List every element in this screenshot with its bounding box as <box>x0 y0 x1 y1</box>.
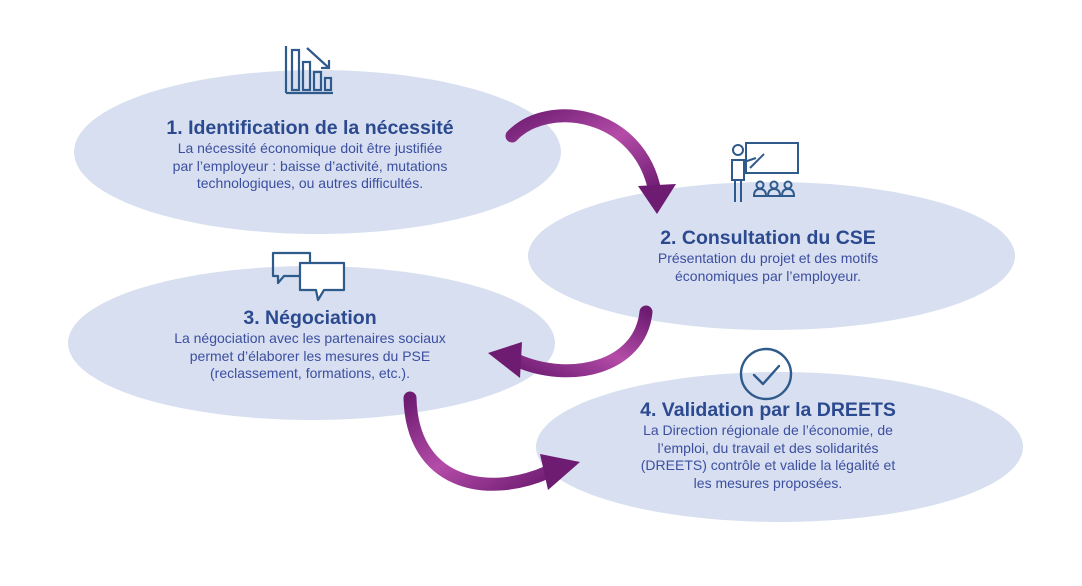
step-1-desc-line: technologiques, ou autres difficultés. <box>196 175 424 191</box>
arrow-step1-to-step2 <box>505 109 676 214</box>
arrow-step3-to-step4 <box>403 391 580 491</box>
checkmark-circle-icon <box>739 347 793 401</box>
step-1-desc-line: par l’employeur : baisse d’activité, mut… <box>172 157 448 174</box>
step-3-desc-line: La négociation avec les partenaires soci… <box>174 330 446 346</box>
step-4-title: 4. Validation par la DREETS <box>640 399 896 421</box>
step-3-text: 3. Négociation La négociation avec les p… <box>110 306 510 383</box>
step-4-desc-line: (DREETS) contrôle et valide la légalité … <box>640 457 896 473</box>
step-3-desc-line: permet d’élaborer les mesures du PSE <box>189 347 431 364</box>
step-3-title: 3. Négociation <box>243 307 377 329</box>
step-4-ellipse <box>536 372 1023 522</box>
step-2-text: 2. Consultation du CSE Présentation du p… <box>568 226 968 285</box>
step-1-ellipse <box>74 70 561 234</box>
step-2-desc-line: économiques par l’employeur. <box>675 267 861 284</box>
arrow-step2-to-step3 <box>488 305 653 378</box>
speech-bubbles-icon <box>271 251 346 302</box>
step-4-desc-line: les mesures proposées. <box>693 474 843 491</box>
step-2-ellipse <box>528 182 1015 330</box>
step-1-title: 1. Identification de la nécessité <box>166 117 454 139</box>
step-2-title: 2. Consultation du CSE <box>660 227 876 249</box>
step-3-desc-line: (reclassement, formations, etc.). <box>210 365 410 381</box>
presentation-audience-icon <box>731 142 799 202</box>
step-3-ellipse <box>68 266 555 420</box>
declining-bar-chart-icon <box>284 46 333 95</box>
step-1-desc-line: La nécessité économique doit être justif… <box>177 140 443 156</box>
step-2-desc-line: Présentation du projet et des motifs <box>657 250 879 266</box>
step-1-text: 1. Identification de la nécessité La néc… <box>110 116 510 193</box>
step-4-desc-line: l’emploi, du travail et des solidarités <box>657 439 879 456</box>
step-4-text: 4. Validation par la DREETS La Direction… <box>568 398 968 492</box>
step-4-desc-line: La Direction régionale de l’économie, de <box>643 422 893 438</box>
